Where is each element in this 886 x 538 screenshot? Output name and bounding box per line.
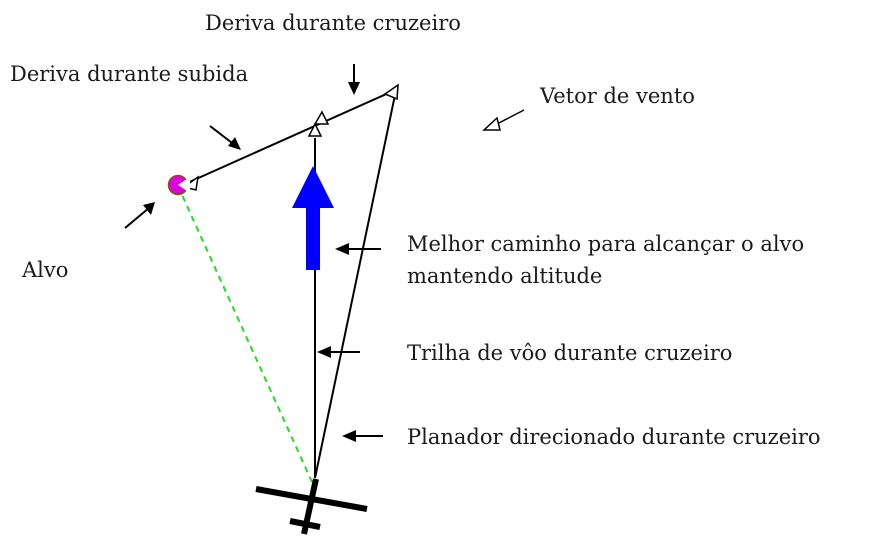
glider-icon — [255, 478, 368, 535]
glider-heading-line — [314, 94, 396, 479]
pointer-best-path — [335, 243, 381, 255]
best-path-arrow — [292, 166, 334, 270]
label-best-path-line1: Melhor caminho para alcançar o alvo — [407, 232, 805, 256]
pointer-glider-heading — [342, 430, 383, 442]
label-wind-vector: Vetor de vento — [540, 84, 695, 108]
wind-arrow-icon — [482, 109, 525, 131]
pointer-cruise-track — [317, 346, 360, 358]
label-target: Alvo — [22, 258, 69, 282]
pointer-cruise-drift — [348, 64, 360, 95]
label-best-path-line2: mantendo altitude — [407, 264, 603, 288]
pointer-climb-drift — [209, 125, 241, 150]
cruise-track-arrowhead-upper — [313, 110, 330, 125]
direct-line-to-target — [177, 185, 313, 483]
cruise-track-arrowhead — [307, 122, 323, 137]
target-marker-icon — [167, 174, 190, 196]
label-climb-drift: Deriva durante subida — [10, 62, 249, 86]
label-cruise-drift: Deriva durante cruzeiro — [205, 11, 461, 35]
label-glider-heading: Planador direcionado durante cruzeiro — [407, 425, 821, 449]
label-cruise-track: Trilha de vôo durante cruzeiro — [407, 341, 733, 365]
wind-tip-arrowhead — [383, 83, 399, 101]
drift-line — [184, 90, 394, 185]
pointer-target — [124, 202, 155, 229]
